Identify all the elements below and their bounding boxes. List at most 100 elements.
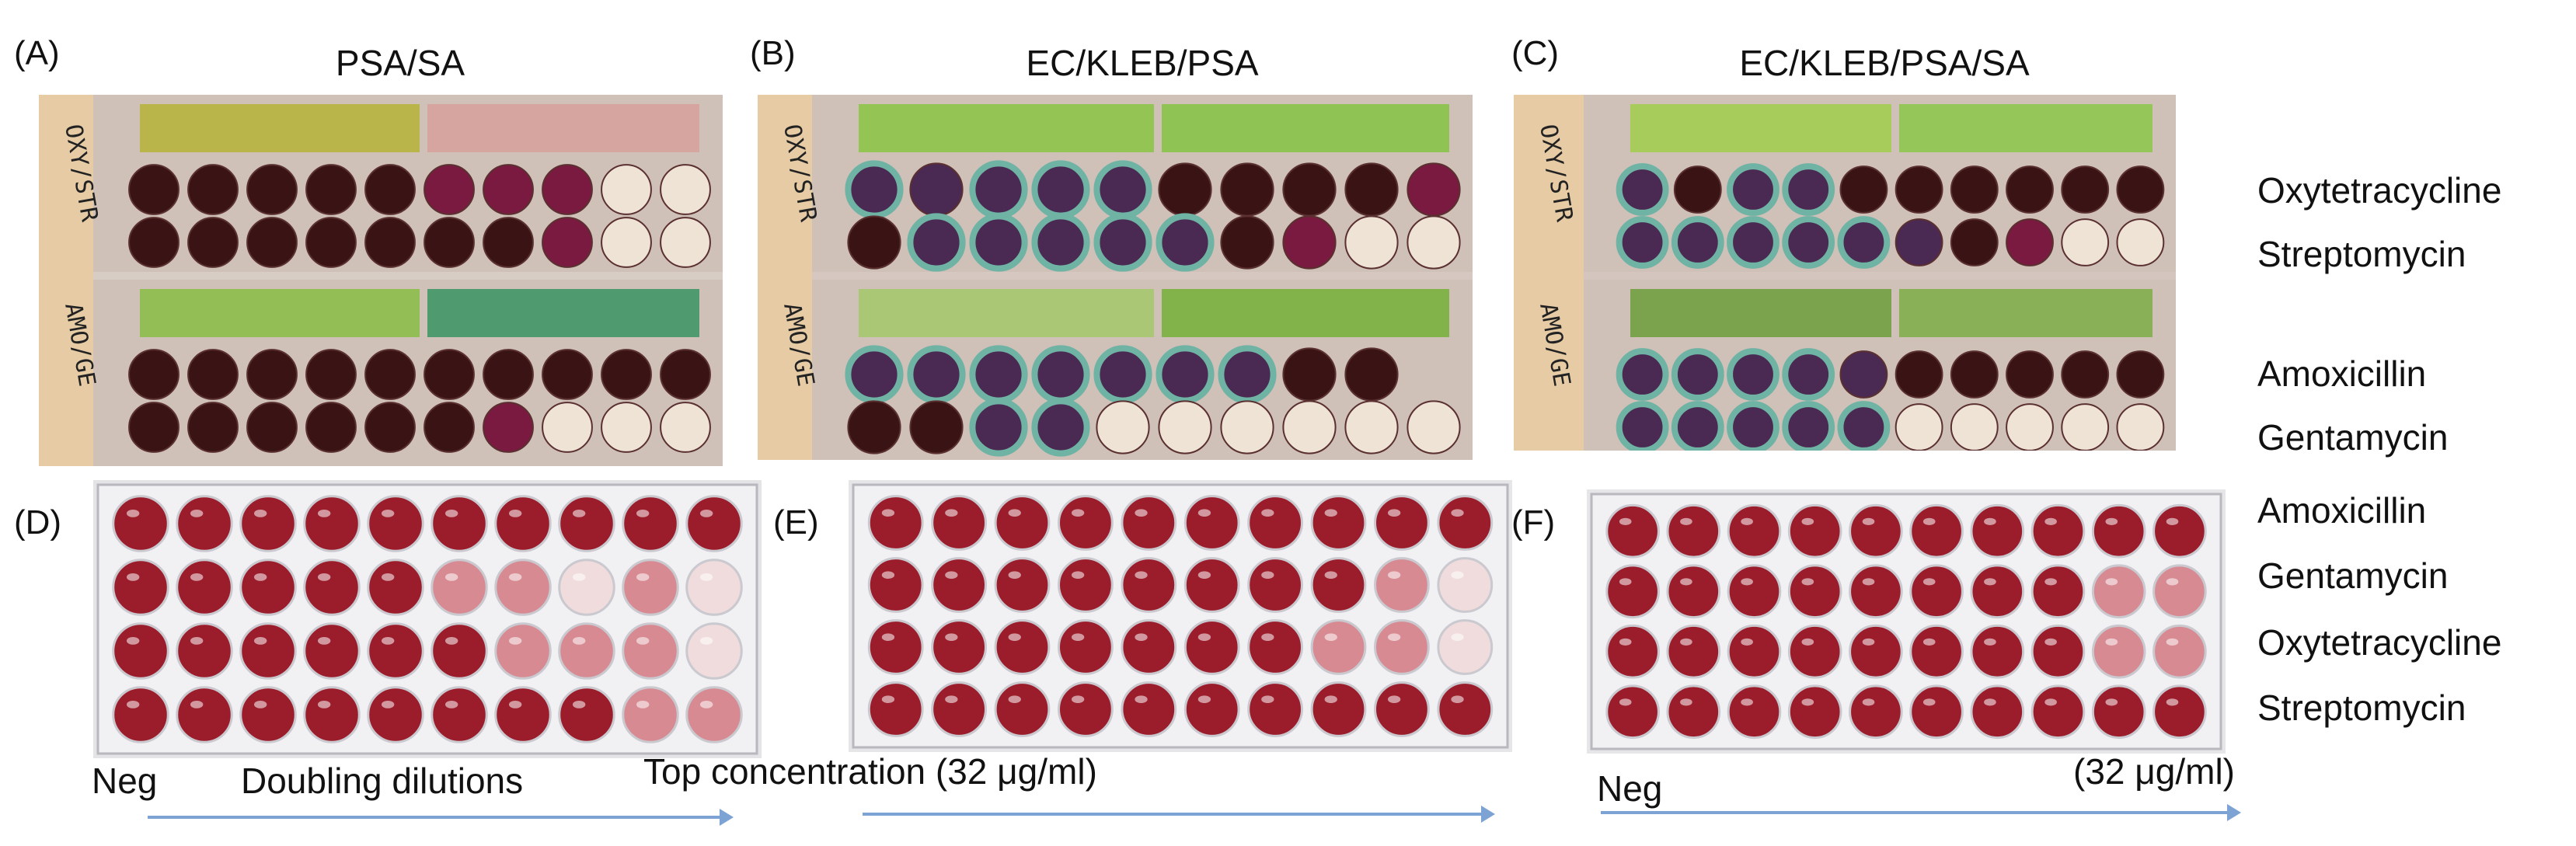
well-highlight (1680, 517, 1692, 525)
well (1374, 495, 1430, 551)
well (2006, 350, 2054, 399)
well (1950, 165, 1999, 214)
well (1909, 684, 1964, 740)
panel-c-letter: (C) (1511, 34, 1560, 72)
well (558, 495, 615, 552)
well (1093, 213, 1152, 272)
well (1031, 213, 1090, 272)
well (1909, 564, 1964, 619)
well (1782, 163, 1835, 216)
well (483, 217, 534, 268)
well (1344, 162, 1399, 217)
well-highlight (1922, 578, 1936, 586)
well (187, 349, 239, 400)
well (1970, 564, 2025, 619)
well (112, 559, 169, 616)
panel-d-letter: (D) (14, 503, 62, 541)
well (622, 622, 679, 680)
well (303, 686, 361, 743)
well-highlight (1451, 509, 1464, 517)
well (622, 559, 679, 616)
well (542, 164, 593, 215)
well (424, 164, 475, 215)
well-highlight (2166, 638, 2179, 646)
well (1671, 348, 1724, 401)
well (1782, 216, 1835, 269)
well (2152, 503, 2207, 559)
well (931, 681, 988, 737)
well-highlight (1197, 633, 1211, 641)
drug-label-oxytetracycline-2: Oxytetracycline (2257, 622, 2502, 663)
well (2116, 165, 2165, 214)
well (1909, 503, 1964, 559)
well (685, 686, 743, 743)
well (907, 345, 966, 404)
panel-a-title: PSA/SA (335, 43, 465, 83)
well-highlight (1387, 695, 1401, 703)
well (1247, 681, 1303, 737)
well (1282, 162, 1337, 217)
well (1031, 398, 1090, 457)
well-highlight (1741, 698, 1753, 706)
panel-b-letter: (B) (750, 34, 796, 72)
well (1121, 495, 1177, 551)
well (1058, 495, 1114, 551)
well (305, 164, 357, 215)
well-highlight (572, 700, 586, 708)
green-strip (1899, 289, 2152, 337)
well-highlight (508, 700, 522, 708)
well (1605, 564, 1660, 619)
well (558, 559, 615, 616)
well (430, 495, 488, 552)
well-highlight (1801, 698, 1814, 706)
well (1093, 345, 1152, 404)
well (542, 349, 593, 400)
well (430, 686, 488, 743)
well (2091, 624, 2146, 679)
well (1950, 350, 1999, 399)
well (2061, 165, 2110, 214)
well (1310, 495, 1367, 551)
well-highlight (636, 509, 650, 517)
well (1183, 495, 1240, 551)
well (1247, 557, 1303, 613)
well (1282, 400, 1337, 454)
well (1183, 557, 1240, 613)
well (1220, 215, 1274, 270)
well-highlight (1135, 509, 1148, 517)
well-highlight (2044, 578, 2057, 586)
well-highlight (1862, 578, 1875, 586)
well (1671, 216, 1724, 269)
well-highlight (636, 573, 650, 581)
well-highlight (945, 509, 958, 517)
well (494, 622, 552, 680)
well (1183, 619, 1240, 675)
well-highlight (1984, 638, 1996, 646)
well (622, 686, 679, 743)
well (994, 557, 1051, 613)
well (1247, 495, 1303, 551)
well-highlight (1324, 633, 1337, 641)
well (1787, 564, 1842, 619)
well-highlight (1801, 517, 1814, 525)
well (1093, 160, 1152, 219)
panel-b-title: EC/KLEB/PSA (1026, 43, 1259, 83)
well (367, 686, 424, 743)
well (1849, 503, 1903, 559)
well (1437, 681, 1494, 737)
well-highlight (1008, 633, 1021, 641)
well-highlight (317, 636, 331, 645)
drug-label-amoxicillin: Amoxicillin (2257, 353, 2427, 394)
well (239, 622, 297, 680)
well (1220, 400, 1274, 454)
well (1282, 347, 1337, 402)
well (364, 349, 416, 400)
well-highlight (699, 636, 713, 645)
well (2061, 218, 2110, 266)
well (1849, 624, 1903, 679)
well (660, 349, 711, 400)
well (1121, 681, 1177, 737)
well (2152, 624, 2207, 679)
well-highlight (1862, 698, 1875, 706)
